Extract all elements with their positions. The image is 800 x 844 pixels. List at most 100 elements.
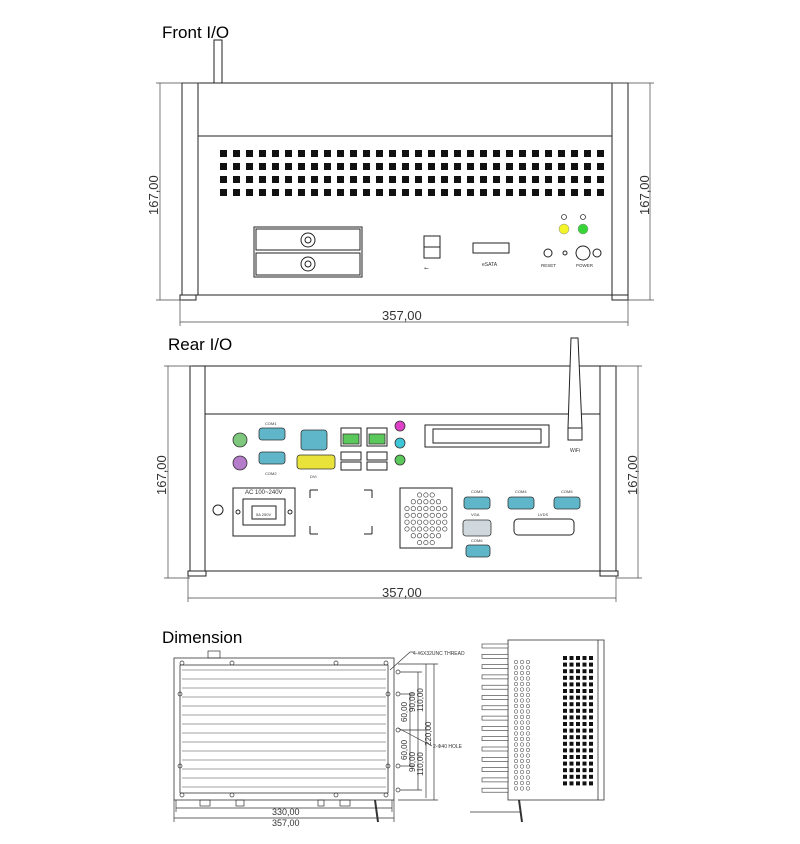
- side-hole: [525, 725, 531, 731]
- vent-hole: [532, 163, 539, 170]
- side-hole: [513, 747, 519, 753]
- vent-hole: [558, 176, 565, 183]
- fan-hole: [423, 492, 429, 498]
- vent-hole: [467, 176, 474, 183]
- vent-hole: [519, 163, 526, 170]
- side-vent-hole: [563, 695, 567, 700]
- fan-hole: [417, 533, 423, 539]
- vent-hole: [493, 189, 500, 196]
- fan-hole: [417, 506, 423, 512]
- vent-hole: [220, 176, 227, 183]
- side-vent-hole: [569, 728, 574, 733]
- side-hole: [519, 670, 525, 676]
- usb-port-4: [366, 461, 388, 471]
- vent-hole: [363, 163, 370, 170]
- vent-hole: [259, 163, 266, 170]
- side-hole: [513, 758, 519, 764]
- dim-60-bottom: 60,00: [400, 739, 409, 760]
- vent-hole: [428, 150, 435, 157]
- side-vent-hole: [582, 722, 587, 726]
- side-hole: [519, 659, 525, 665]
- side-vent-hole: [569, 761, 574, 766]
- vent-hole: [376, 176, 383, 183]
- side-vent-hole: [582, 662, 587, 667]
- side-vent-hole: [563, 774, 567, 779]
- fan-hole: [417, 499, 423, 505]
- side-vent-holes: [513, 659, 531, 791]
- fan-hole: [417, 540, 423, 546]
- side-vent-hole: [589, 774, 593, 779]
- vent-hole: [272, 176, 279, 183]
- side-hole: [513, 698, 519, 703]
- fan-hole: [442, 526, 448, 532]
- side-vent-hole: [576, 715, 580, 720]
- side-vent-hole: [582, 768, 587, 773]
- power-inlet: [242, 498, 286, 526]
- rear-com1-label: COM1: [265, 421, 277, 426]
- side-vent-hole: [576, 781, 580, 786]
- dim-110-top: 110,00: [416, 688, 425, 712]
- vent-hole: [545, 176, 552, 183]
- vent-hole: [285, 163, 292, 170]
- side-vent-hole: [563, 722, 567, 726]
- side-vent-hole: [589, 755, 593, 759]
- rear-com6-label: COM6: [471, 538, 483, 543]
- side-vent-hole: [582, 689, 587, 693]
- vent-hole: [558, 150, 565, 157]
- side-vent-grid: [563, 656, 593, 786]
- side-vent-hole: [569, 741, 574, 746]
- side-vent-hole: [563, 656, 567, 660]
- side-vent-hole: [563, 715, 567, 720]
- side-fin: [481, 684, 509, 690]
- vent-hole: [454, 176, 461, 183]
- fan-hole: [429, 519, 435, 525]
- side-hole: [513, 681, 519, 687]
- side-fin: [481, 767, 509, 772]
- side-vent-hole: [563, 708, 567, 713]
- vent-hole: [532, 176, 539, 183]
- side-vent-hole: [582, 669, 587, 674]
- vent-hole: [506, 163, 513, 170]
- side-vent-hole: [563, 662, 567, 667]
- vent-hole: [480, 189, 487, 196]
- ground-icon: [212, 504, 224, 516]
- vent-hole: [233, 150, 240, 157]
- side-vent-hole: [576, 708, 580, 713]
- side-vent-hole: [589, 722, 593, 726]
- side-fin: [481, 756, 509, 762]
- side-vent-hole: [589, 689, 593, 693]
- vent-hole: [311, 189, 318, 196]
- vent-hole: [402, 163, 409, 170]
- side-vent-hole: [563, 768, 567, 773]
- side-hole: [525, 753, 531, 758]
- dim-60-top: 60,00: [400, 701, 409, 722]
- side-hole: [513, 769, 519, 775]
- vent-hole: [532, 189, 539, 196]
- vent-hole: [584, 189, 591, 196]
- vent-hole: [233, 189, 240, 196]
- vent-hole: [272, 189, 279, 196]
- side-hole: [513, 731, 519, 736]
- vent-hole: [454, 150, 461, 157]
- front-reset-label: RESET: [541, 263, 556, 268]
- fan-hole: [435, 499, 441, 505]
- side-view: [470, 639, 605, 823]
- fan-hole: [404, 519, 410, 525]
- vent-hole: [584, 163, 591, 170]
- side-hole: [525, 714, 531, 720]
- side-vent-hole: [582, 735, 587, 740]
- vent-hole: [493, 150, 500, 157]
- dim-110-bottom: 110,00: [416, 752, 425, 776]
- vent-hole: [285, 150, 292, 157]
- fan-hole: [429, 499, 435, 505]
- vent-hole: [220, 189, 227, 196]
- fan-hole: [435, 512, 441, 518]
- vent-hole: [350, 176, 357, 183]
- vent-hole: [571, 150, 578, 157]
- dimension-title: Dimension: [162, 628, 243, 647]
- side-vent-hole: [563, 669, 567, 674]
- vent-hole: [597, 150, 604, 157]
- side-hole: [513, 665, 519, 670]
- vent-hole: [233, 176, 240, 183]
